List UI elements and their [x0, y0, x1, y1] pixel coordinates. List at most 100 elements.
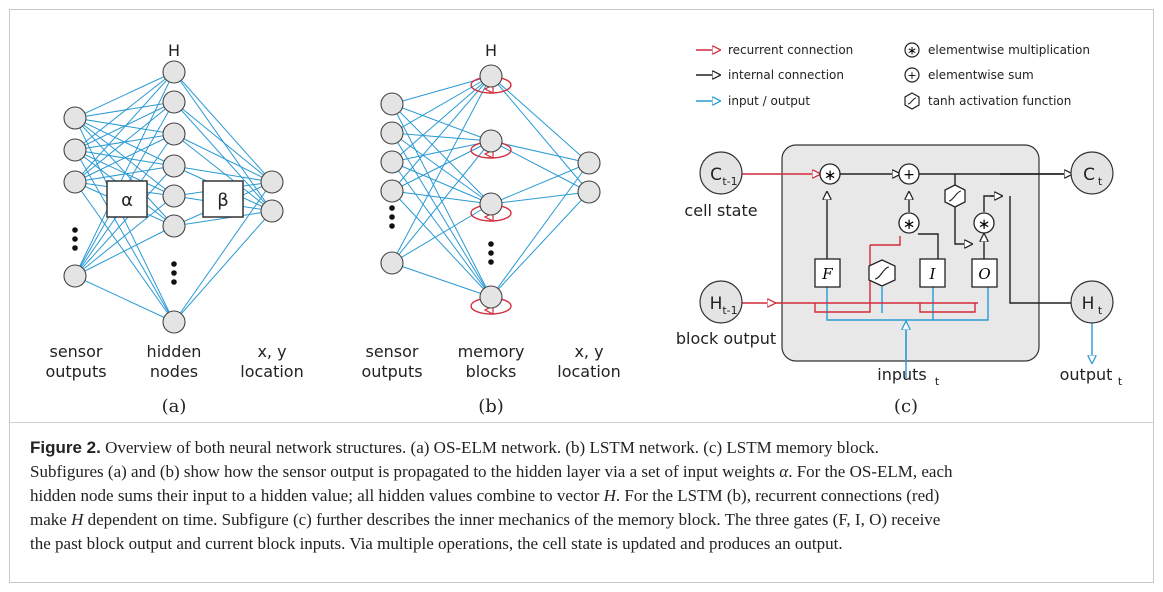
panel-b-node-sensor — [380, 121, 404, 145]
panel-a-node-hidden — [162, 60, 186, 84]
panel-a-edge — [74, 181, 175, 323]
svg-text:+: + — [903, 167, 915, 183]
panel-b-edge — [391, 103, 492, 298]
panel-a-edge — [74, 101, 175, 151]
caption-divider — [10, 422, 1153, 423]
panel-a-node-sensor — [63, 264, 87, 288]
inputs-label: inputs — [877, 365, 927, 384]
panel-b-col2-line2: blocks — [466, 362, 517, 381]
caption-line-5: the past block output and current block … — [30, 534, 843, 553]
panel-b-node-sensor — [380, 150, 404, 174]
beta-weight-box — [202, 180, 244, 218]
panel-a-edge — [173, 101, 273, 183]
gate-i: I — [919, 258, 946, 288]
caption-title: Figure 2. — [30, 438, 101, 457]
panel-a-edge — [74, 71, 175, 183]
panel-b-edge — [490, 162, 590, 205]
panel-b-node-output — [577, 180, 601, 204]
panel-b-edge — [391, 75, 492, 134]
panel-a-edge — [74, 225, 175, 277]
panel-b-edge — [391, 190, 492, 298]
panel-b-edge — [391, 132, 492, 298]
panel-b-edge — [391, 103, 492, 142]
panel-b-node-memory — [479, 192, 503, 216]
svg-text:t-1: t-1 — [722, 175, 737, 188]
panel-a-node-sensor — [63, 170, 87, 194]
legend-recurrent-label: recurrent connection — [728, 43, 853, 57]
panel-b-col2-line1: memory — [458, 342, 525, 361]
panel-c-sublabel: (c) — [894, 396, 918, 417]
cell-state-prev: C t-1 — [699, 151, 743, 195]
figure-frame — [9, 9, 1154, 583]
svg-text:∗: ∗ — [907, 44, 917, 58]
panel-a-edge — [74, 165, 175, 277]
svg-text:C: C — [1083, 165, 1095, 185]
panel-b-col1-line1: sensor — [365, 342, 418, 361]
panel-b-edge — [391, 262, 492, 298]
panel-b-edge — [391, 103, 492, 205]
panel-b-nodes — [380, 64, 601, 309]
legend-multiply-label: elementwise multiplication — [928, 43, 1090, 57]
svg-text:I: I — [929, 265, 937, 283]
sum-icon — [904, 67, 920, 83]
svg-text:H: H — [710, 294, 723, 314]
block-output-label: block output — [676, 329, 776, 348]
panel-a-node-hidden — [162, 122, 186, 146]
panel-a-node-hidden — [162, 184, 186, 208]
panel-a-node-output — [260, 170, 284, 194]
panel-a-edge — [74, 71, 175, 119]
panel-b-col3-line2: location — [557, 362, 620, 381]
beta-label: β — [217, 190, 229, 211]
cell-state-label: cell state — [684, 201, 757, 220]
panel-a-edge — [74, 71, 175, 151]
panel-a-edge — [74, 117, 175, 323]
op-sum-cell: + — [898, 163, 920, 185]
cell-state-next: C t — [1070, 151, 1114, 195]
block-output-prev: H t-1 — [699, 280, 743, 324]
panel-b-edge — [490, 191, 590, 298]
op-multiply-input: ∗ — [898, 212, 920, 234]
panel-b-edge — [490, 140, 590, 193]
panel-b-col3-line1: x, y — [574, 342, 603, 361]
svg-text:∗: ∗ — [824, 166, 837, 184]
op-multiply-forget: ∗ — [819, 163, 841, 185]
output-label: output — [1060, 365, 1113, 384]
panel-b-edge — [391, 161, 492, 298]
gate-f: F — [814, 258, 841, 288]
panel-b-edge — [391, 140, 492, 264]
legend-tanh-label: tanh activation function — [928, 94, 1071, 108]
panel-a-node-hidden — [162, 214, 186, 238]
block-output-next: H t — [1070, 280, 1114, 324]
panel-a-edge — [173, 133, 273, 212]
panel-a-node-output — [260, 199, 284, 223]
panel-a-edge — [173, 210, 273, 323]
panel-c: recurrent connection internal connection… — [676, 42, 1123, 417]
panel-a-edge — [74, 101, 175, 119]
panel-a-node-hidden — [162, 154, 186, 178]
panel-b: H sensor outputs memory blocks x, y loca… — [361, 41, 620, 417]
panel-b-node-sensor — [380, 92, 404, 116]
svg-text:O: O — [978, 265, 990, 283]
legend-io-label: input / output — [728, 94, 810, 108]
panel-a-edge — [173, 101, 273, 212]
panel-b-edge — [391, 75, 492, 264]
panel-b-edge — [490, 162, 590, 298]
panel-a-edge — [74, 195, 175, 277]
panel-a-col3-line1: x, y — [257, 342, 286, 361]
gate-o: O — [971, 258, 998, 288]
svg-text:t-1: t-1 — [722, 304, 737, 317]
alpha-weight-box — [106, 180, 148, 218]
panel-a-edge — [74, 133, 175, 183]
panel-a-edge — [74, 101, 175, 183]
tanh-input-node — [868, 259, 896, 287]
panel-a-node-sensor — [63, 106, 87, 130]
panel-b-node-memory — [479, 129, 503, 153]
panel-a-node-hidden — [162, 310, 186, 334]
panel-b-connections — [391, 75, 590, 298]
caption-line-1: Figure 2. Overview of both neural networ… — [30, 438, 879, 457]
figure-canvas: α β H sensor outputs hidden nodes x, y l… — [45, 41, 1123, 417]
panel-b-edge — [490, 75, 590, 164]
panel-a-col3-line2: location — [240, 362, 303, 381]
panel-a-col2-line1: hidden — [147, 342, 202, 361]
panel-a-h-label: H — [168, 41, 180, 60]
